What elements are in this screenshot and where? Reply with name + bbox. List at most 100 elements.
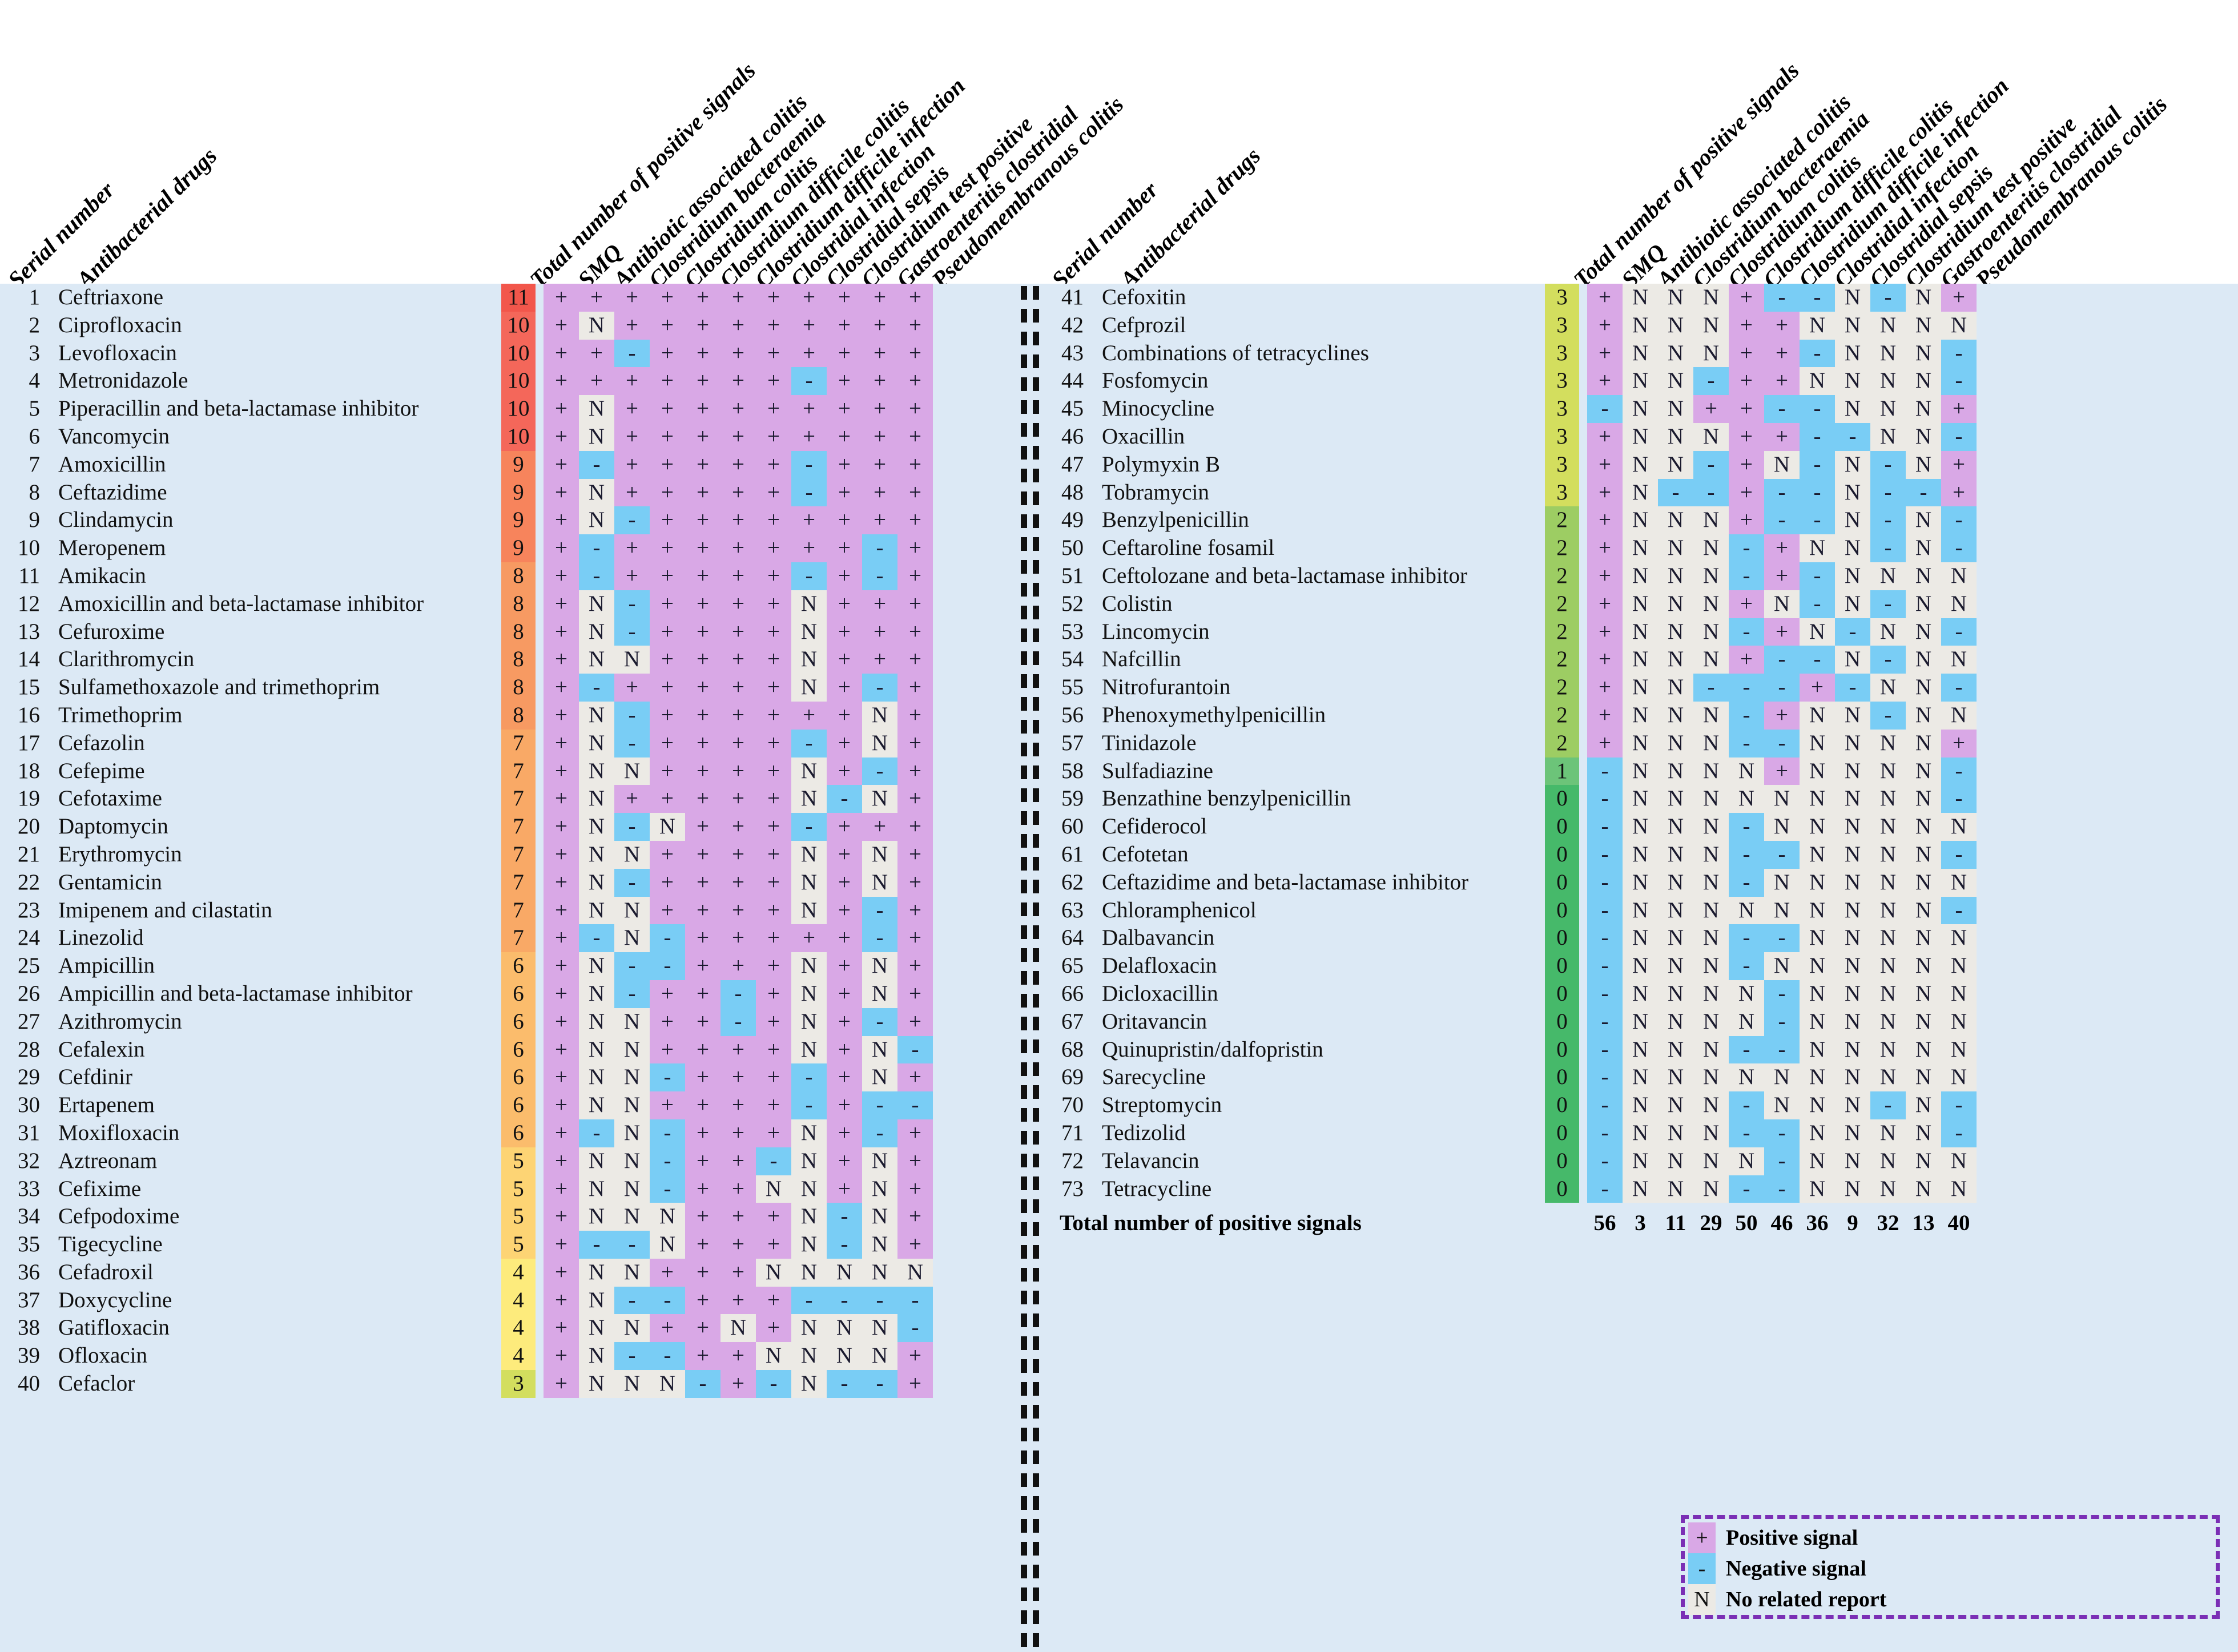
signal-cell: - [1587,980,1623,1008]
signal-cell: N [1693,618,1729,646]
signal-cell: N [1623,506,1658,535]
signal-cell: + [862,590,897,618]
signal-cell: N [1906,618,1941,646]
signal-cell: N [614,840,650,869]
signal-cell: - [650,1147,685,1175]
signal-cell: N [579,840,614,869]
row-spacer [1579,1008,1587,1036]
signal-cell: + [897,896,933,925]
signal-cell: + [756,478,791,507]
signal-cell: + [614,785,650,813]
signal-cell: - [579,534,614,562]
row-signal-cells: +N+++++++++ [544,422,933,451]
signal-cell: - [1764,980,1800,1008]
row-gap [480,1175,501,1203]
signal-cell: + [827,1119,862,1147]
signal-cell: - [862,562,897,590]
row-gap [480,730,501,757]
row-signal-cells: +N-++++N+++ [544,590,933,618]
signal-cell: + [827,367,862,396]
signal-cell: N [1800,785,1835,813]
signal-cell: + [720,868,756,897]
row-serial-number: 65 [1061,953,1084,978]
signal-cell: + [720,924,756,953]
signal-cell: N [579,952,614,980]
signal-cell: N [1941,311,1977,340]
row-spacer [1579,980,1587,1008]
signal-cell: + [544,701,579,730]
signal-cell: N [1623,646,1658,674]
signal-cell: N [1835,450,1870,479]
row-signal-cells: +-N-+++N+-+ [544,1119,933,1147]
signal-cell: N [579,1370,614,1398]
signal-cell: + [827,868,862,897]
row-serial-number: 9 [29,507,41,533]
row-drug-name: Amoxicillin and beta-lactamase inhibitor [58,591,424,616]
signal-cell: N [579,1342,614,1371]
signal-cell: N [579,618,614,646]
signal-cell: N [1623,367,1658,396]
signal-cell: + [1941,284,1977,312]
signal-cell: + [650,1258,685,1287]
row-total-positive-signals: 0 [1545,924,1579,953]
signal-cell: + [756,1008,791,1036]
signal-cell: + [897,1063,933,1092]
signal-cell: N [650,1203,685,1231]
row-gap [480,562,501,590]
row-serial-number: 24 [18,925,40,950]
signal-cell: N [1870,562,1906,590]
signal-cell: + [720,590,756,618]
row-spacer [536,1287,544,1315]
signal-cell: - [1764,646,1800,674]
row-drug-name: Gentamicin [58,869,162,895]
row-serial-number: 38 [18,1315,40,1340]
row-total-positive-signals: 0 [1545,1008,1579,1036]
row-gap [480,590,501,618]
signal-cell: N [1800,757,1835,785]
signal-cell: - [1870,534,1906,562]
signal-cell: + [756,674,791,702]
signal-cell: + [756,284,791,312]
row-drug-name: Quinupristin/dalfopristin [1102,1037,1323,1062]
signal-cell: - [1587,868,1623,897]
signal-cell: N [791,1258,827,1287]
signal-cell: N [1835,1008,1870,1036]
signal-cell: N [1800,1091,1835,1119]
signal-cell: N [862,1035,897,1064]
signal-cell: N [720,1314,756,1343]
signal-cell: - [1729,1119,1764,1147]
signal-cell: + [720,1091,756,1119]
signal-cell: - [1764,478,1800,507]
signal-cell: + [544,896,579,925]
signal-cell: - [614,339,650,368]
signal-cell: + [650,646,685,674]
row-drug-name: Ciprofloxacin [58,312,182,337]
row-spacer [1579,562,1587,590]
signal-cell: N [1693,701,1729,730]
signal-cell: N [579,646,614,674]
row-gap [480,813,501,841]
signal-cell: + [791,284,827,312]
signal-cell: - [897,1091,933,1119]
row-total-positive-signals: 2 [1545,562,1579,590]
signal-cell: + [862,618,897,646]
signal-cell: - [614,813,650,841]
signal-cell: - [1800,646,1835,674]
row-gap [480,312,501,340]
signal-cell: + [720,1342,756,1371]
signal-cell: N [1623,1008,1658,1036]
row-signal-cells: +-N-+++++-+ [544,924,933,953]
signal-cell: N [1906,952,1941,980]
row-drug-name: Cefadroxil [58,1259,154,1284]
signal-cell: - [1587,952,1623,980]
